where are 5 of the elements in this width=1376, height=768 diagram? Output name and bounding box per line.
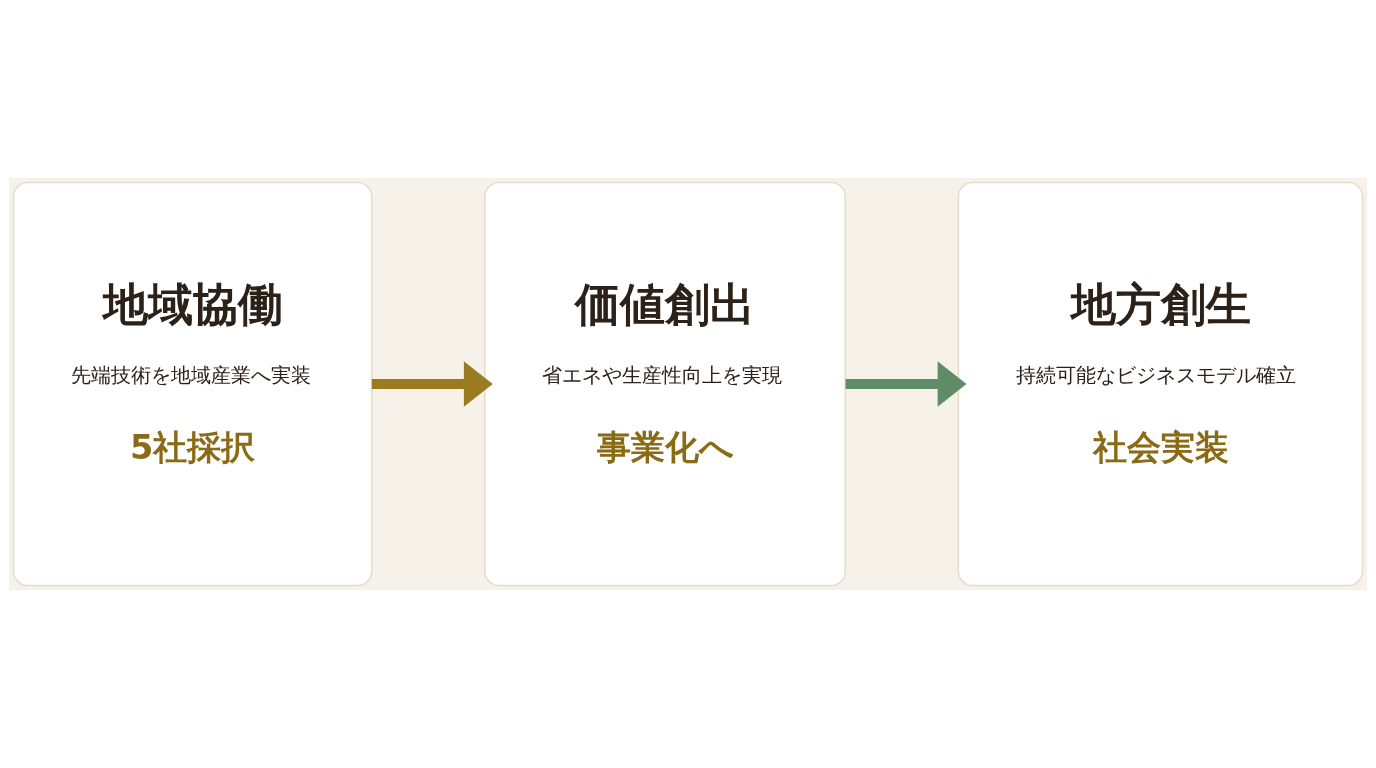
arrow: [845, 361, 967, 407]
node-box: 地方創生 持続可能なビジネスモデル確立 社会実装: [957, 181, 1364, 587]
node-box: 地域協働 先端技術を地域産業へ実装 5社採択: [12, 181, 373, 587]
arrow: [371, 361, 493, 407]
node-box: 価値創出 省エネや生産性向上を実現 事業化へ: [483, 181, 847, 587]
